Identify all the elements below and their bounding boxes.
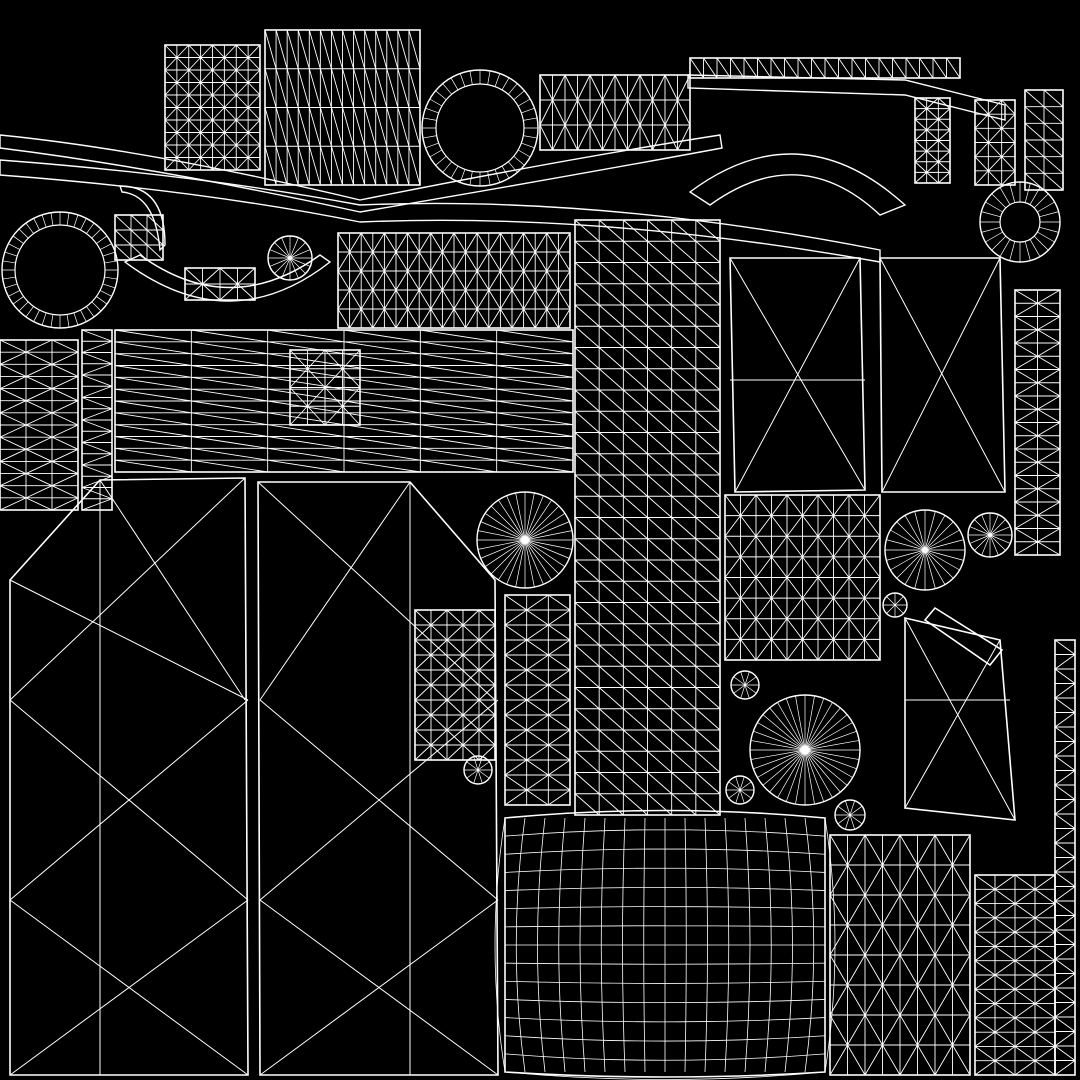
uv-island-top-ring-rim	[421, 69, 539, 187]
uv-island-gear-lower-right-spokes	[750, 695, 860, 805]
uv-island-top-box-outline	[264, 29, 421, 186]
uv-island-right-ribbed-outline	[724, 494, 881, 661]
uv-island-gear-tiny-e-spokes	[883, 593, 907, 617]
uv-island-right-panel-b-triangles	[879, 257, 1006, 493]
uv-island-slanted-panel-triangles	[904, 617, 1016, 821]
uv-island-top-rail-outline	[689, 57, 961, 79]
uv-island-long-panel-mesh	[114, 329, 574, 473]
uv-island-left-thin-column-outline	[81, 329, 113, 511]
uv-island-mid-grille-mesh	[337, 232, 571, 329]
uv-island-curved-bottom-arc	[123, 254, 332, 302]
uv-island-meshes	[0, 29, 1076, 1080]
uv-island-tall-grille-mesh	[414, 609, 496, 761]
uv-island-hook	[119, 185, 166, 252]
uv-island-top-rail-mesh	[689, 57, 961, 79]
uv-island-bottom-warped-mesh	[494, 810, 836, 1080]
uv-island-bottom-right-block-outline	[829, 834, 971, 1076]
uv-island-top-barrel-mesh	[539, 74, 691, 151]
uv-island-small-wheel-spokes	[268, 236, 312, 280]
uv-island-gear-center-spokes	[477, 492, 573, 588]
uv-island-center-column-outline	[574, 219, 721, 816]
uv-island-big-panel-left-triangles	[9, 477, 249, 1076]
uv-island-far-right-strip-mesh	[1014, 289, 1061, 556]
uv-island-gear-strip-outline	[504, 594, 571, 806]
uv-island-top-ring-spokes	[422, 70, 538, 186]
uv-island-far-right-strip-outline	[1014, 289, 1061, 556]
uv-island-gear-tiny-a-spokes	[731, 671, 759, 699]
uv-island-slanted-bar	[687, 74, 1006, 121]
uv-island-edge-strip-outline	[1054, 639, 1076, 1076]
uv-island-outlines	[0, 74, 1006, 302]
uv-island-inset-square-mesh	[289, 349, 361, 426]
uv-island-top-slot-outline	[914, 97, 951, 184]
uv-island-center-column-mesh	[574, 219, 721, 816]
uv-island-top-seat-outline	[164, 44, 261, 171]
uv-island-long-panel-outline	[114, 329, 574, 473]
uv-island-top-barrel-outline	[539, 74, 691, 151]
uv-island-left-ring-spokes	[2, 212, 118, 328]
uv-island-left-column-outline	[0, 339, 79, 511]
uv-island-gear-strip-mesh	[504, 594, 571, 806]
uv-island-slanted-tab-outline	[923, 606, 1004, 667]
uv-island-left-ring-hub	[14, 224, 106, 316]
uv-island-top-right-strip-mesh	[1024, 89, 1064, 191]
uv-island-gear-small-right-spokes	[968, 513, 1012, 557]
uv-island-top-lens-mesh	[974, 99, 1016, 186]
uv-island-edge-strip-mesh	[1054, 639, 1076, 1076]
uv-island-mid-grille-outline	[337, 232, 571, 329]
uv-island-top-lens-outline	[974, 99, 1016, 186]
uv-island-big-panel-mid-triangles	[257, 481, 499, 1076]
uv-island-curved-strip-top	[0, 134, 723, 213]
uv-island-small-block-outline	[114, 214, 164, 261]
uv-island-big-panel-left-outline	[9, 477, 249, 1076]
uv-island-curved-strip-mid	[0, 159, 881, 263]
uv-island-bottom-far-right-mesh	[974, 874, 1056, 1076]
uv-island-bottom-warped-outline	[504, 809, 826, 1078]
uv-island-notched-block-outline	[184, 267, 256, 301]
uv-island-right-panel-a-triangles	[729, 257, 866, 493]
uv-island-tall-grille-outline	[414, 609, 496, 761]
uv-island-top-ring-hub	[435, 83, 525, 173]
uv-island-right-ring-hub	[999, 201, 1041, 243]
uv-island-left-column-mesh	[0, 339, 79, 511]
uv-island-bottom-right-block-mesh	[829, 834, 971, 1076]
uv-island-notched-block-mesh	[184, 267, 256, 301]
uv-island-gear-tiny-c-spokes	[835, 800, 865, 830]
uv-island-gear-right-spokes	[885, 510, 965, 590]
uv-island-small-block-mesh	[114, 214, 164, 261]
uv-island-right-ribbed-mesh	[724, 494, 881, 661]
uv-island-top-slot-mesh	[914, 97, 951, 184]
uv-island-inset-square-outline	[289, 349, 361, 426]
uv-island-top-box-mesh	[264, 29, 421, 186]
uv-island-arch	[688, 153, 907, 216]
uv-island-top-seat-mesh	[164, 44, 261, 171]
uv-island-gear-tiny-b-spokes	[726, 776, 754, 804]
uv-island-right-ring-spokes	[980, 182, 1060, 262]
uv-island-gear-tiny-d-spokes	[464, 756, 492, 784]
uv-island-big-panel-mid-outline	[257, 481, 499, 1076]
